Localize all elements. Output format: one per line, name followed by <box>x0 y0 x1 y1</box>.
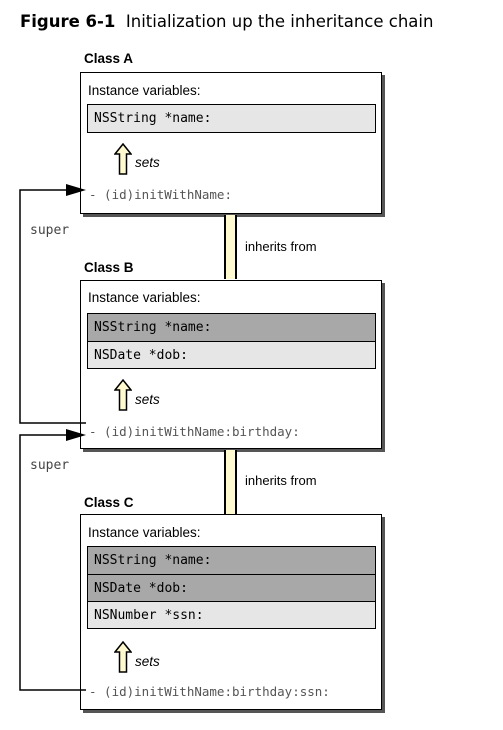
class-c-sets-label: sets <box>135 654 160 669</box>
super-arrow-c-to-b <box>19 429 86 691</box>
super-label-b-to-a: super <box>30 223 70 238</box>
class-c-variables: NSString *name: NSDate *dob: NSNumber *s… <box>87 546 376 629</box>
class-a-label: Class A <box>84 51 134 66</box>
super-arrow-b-to-a <box>19 184 86 424</box>
inherits-connector-bc <box>224 450 237 515</box>
inherits-connector-ab <box>224 215 237 279</box>
class-b-init-method: - (id)initWithName:birthday: <box>89 424 300 439</box>
class-a-var-name: NSString *name: <box>88 105 375 132</box>
class-b-var-dob: NSDate *dob: <box>88 341 375 368</box>
figure-number: Figure 6-1 <box>20 12 116 31</box>
class-a-box: Instance variables: NSString *name: sets… <box>80 72 382 214</box>
class-c-box: Instance variables: NSString *name: NSDa… <box>80 514 382 710</box>
class-c-var-name: NSString *name: <box>88 547 375 574</box>
class-c-label: Class C <box>84 495 134 510</box>
inherits-label-bc: inherits from <box>245 473 317 488</box>
sets-arrow-icon <box>114 641 132 673</box>
figure-title: Figure 6-1 Initialization up the inherit… <box>20 12 433 31</box>
inherits-label-ab: inherits from <box>245 239 317 254</box>
figure-caption: Initialization up the inheritance chain <box>125 12 434 31</box>
class-b-var-name: NSString *name: <box>88 314 375 341</box>
class-b-sets-label: sets <box>135 392 160 407</box>
class-b-variables: NSString *name: NSDate *dob: <box>87 313 376 369</box>
class-a-init-method: - (id)initWithName: <box>89 187 232 202</box>
class-a-ivars-label: Instance variables: <box>88 83 201 98</box>
sets-arrow-icon <box>114 379 132 411</box>
class-b-ivars-label: Instance variables: <box>88 290 201 305</box>
class-c-ivars-label: Instance variables: <box>88 525 201 540</box>
class-a-variables: NSString *name: <box>87 104 376 133</box>
sets-arrow-icon <box>114 143 132 175</box>
class-c-init-method: - (id)initWithName:birthday:ssn: <box>89 684 330 699</box>
class-a-sets-label: sets <box>135 155 160 170</box>
class-b-label: Class B <box>84 260 134 275</box>
class-b-box: Instance variables: NSString *name: NSDa… <box>80 280 382 449</box>
super-label-c-to-b: super <box>30 458 70 473</box>
class-c-var-ssn: NSNumber *ssn: <box>88 601 375 628</box>
class-c-var-dob: NSDate *dob: <box>88 574 375 601</box>
